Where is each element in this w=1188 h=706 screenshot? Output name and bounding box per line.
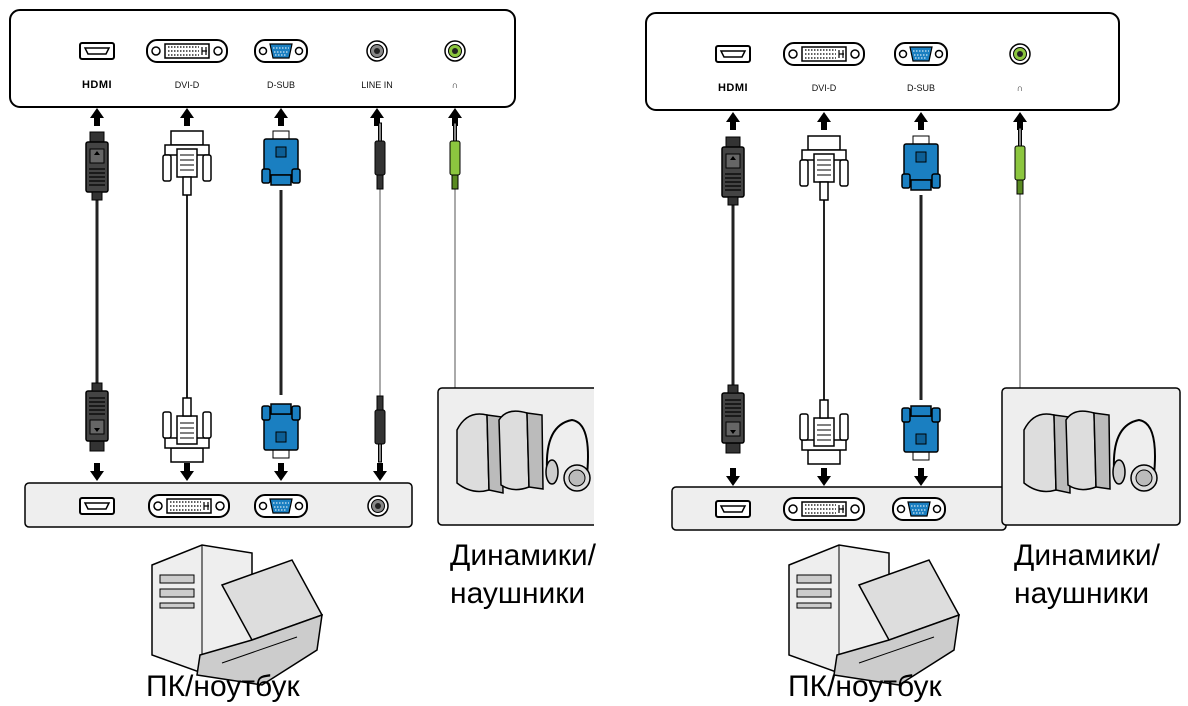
monitor-headphone-port [1009, 43, 1031, 65]
hdmi-plug-icon [85, 131, 109, 201]
arrow-down-icon [817, 468, 831, 486]
speakers-caption: Динамики/наушники [1014, 539, 1160, 610]
port-label-dsub: D-SUB [267, 80, 295, 90]
monitor-headphone-port [444, 40, 466, 62]
hdmi-plug-icon [721, 136, 745, 206]
pc-audio-port [367, 495, 389, 517]
arrow-down-icon [373, 463, 387, 481]
pc-caption: ПК/ноутбук [146, 670, 300, 703]
arrow-down-icon [914, 468, 928, 486]
port-label-headphone: ∩ [452, 80, 458, 90]
pc-dvi-port [783, 497, 865, 521]
port-label-hdmi: HDMI [82, 79, 112, 91]
monitor-back-panel [645, 12, 1120, 111]
pc-laptop-icon [151, 544, 323, 686]
port-label-linein: LINE IN [361, 80, 393, 90]
audio-plug-icon [374, 122, 386, 190]
arrow-down-icon [726, 468, 740, 486]
port-label-dvi: DVI-D [175, 80, 200, 90]
port-label-hdmi: HDMI [718, 82, 748, 94]
port-label-dsub: D-SUB [907, 83, 935, 93]
pc-caption: ПК/ноутбук [788, 670, 942, 703]
monitor-dvi-port [783, 42, 865, 66]
dsub-plug-icon [261, 403, 301, 459]
arrow-down-icon [274, 463, 288, 481]
dsub-plug-icon [261, 130, 301, 186]
arrow-up-icon [90, 108, 104, 126]
arrow-up-icon [817, 112, 831, 130]
dvi-plug-icon [162, 397, 212, 463]
right-diagram: HDMI DVI-D D-SUB ∩ Динамики/наушники ПК/… [594, 0, 1188, 706]
headphone-plug-icon [1014, 127, 1026, 195]
monitor-dvi-port [146, 39, 228, 63]
hdmi-plug-icon [85, 382, 109, 452]
port-label-headphone: ∩ [1017, 83, 1023, 93]
speakers-caption: Динамики/наушники [450, 539, 596, 610]
headphone-plug-icon [449, 122, 461, 190]
pc-laptop-icon [788, 544, 960, 686]
right-diagram-canvas: HDMI DVI-D D-SUB ∩ [645, 12, 1181, 686]
monitor-hdmi-port [79, 42, 115, 60]
dvi-plug-icon [162, 130, 212, 196]
pc-dsub-port [254, 494, 308, 518]
left-diagram: HDMI DVI-D D-SUB LINE IN ∩ [9, 9, 596, 703]
dvi-plug-icon [799, 399, 849, 465]
pc-hdmi-port [715, 500, 751, 518]
pc-hdmi-port [79, 497, 115, 515]
dsub-plug-icon [901, 135, 941, 191]
port-label-dvi: DVI-D [812, 83, 837, 93]
arrow-up-icon [914, 112, 928, 130]
monitor-dsub-port [254, 39, 308, 63]
arrow-down-icon [90, 463, 104, 481]
arrow-up-icon [274, 108, 288, 126]
arrow-up-icon [726, 112, 740, 130]
dsub-plug-icon [901, 405, 941, 461]
dvi-plug-icon [799, 135, 849, 201]
monitor-dsub-port [894, 42, 948, 66]
monitor-linein-port [366, 40, 388, 62]
arrow-down-icon [180, 463, 194, 481]
audio-plug-icon [374, 395, 386, 463]
pc-dvi-port [148, 494, 230, 518]
arrow-up-icon [1013, 112, 1027, 130]
monitor-hdmi-port [715, 45, 751, 63]
hdmi-plug-icon [721, 384, 745, 454]
arrow-up-icon [180, 108, 194, 126]
left-diagram-canvas: HDMI DVI-D D-SUB LINE IN ∩ [9, 9, 594, 686]
pc-dsub-port [892, 497, 946, 521]
